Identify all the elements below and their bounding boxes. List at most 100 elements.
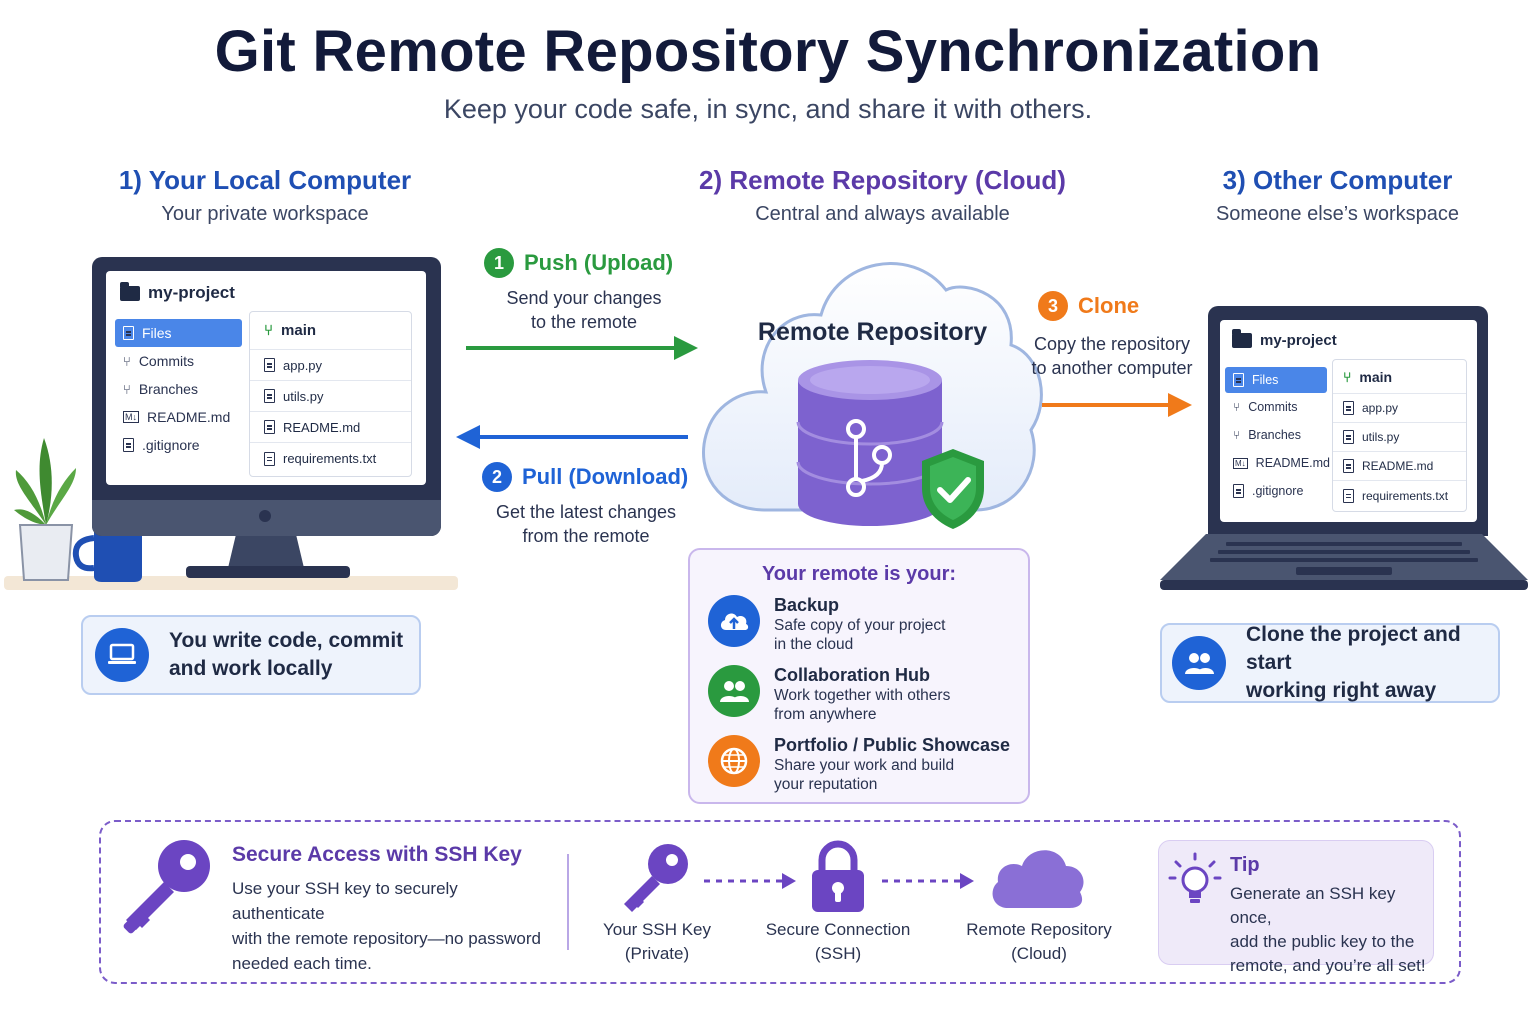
sidebar-item-commits[interactable]: ⑂Commits [1233,400,1298,414]
sidebar-item-gitignore[interactable]: .gitignore [1225,477,1327,505]
laptop-keyboard [1160,534,1528,590]
clone-step-number: 3 [1038,291,1068,321]
git-branch-icon [846,419,892,497]
other-sidebar: Files ⑂Commits ⑂Branches M↓README.md .gi… [1225,367,1330,505]
other-screen: my-project Files ⑂Commits ⑂Branches M↓RE… [1220,320,1477,522]
branch-icon: ⑂ [1343,368,1352,385]
benefit-portfolio: Portfolio / Public Showcase Share your w… [708,735,1010,794]
pull-arrow [456,425,688,449]
clone-step-label: 3 Clone [1038,291,1139,321]
file-row[interactable]: README.md [250,412,411,443]
folder-icon [1232,329,1252,348]
sidebar-item-readme[interactable]: M↓README.md [1233,456,1330,470]
branch-selector[interactable]: ⑂main [1333,360,1466,394]
file-icon [264,389,275,403]
remote-benefits-card: Your remote is your: Backup Safe copy of… [688,548,1030,804]
pull-step-label: 2 Pull (Download) [482,462,688,492]
benefit-title: Collaboration Hub [774,665,930,685]
ssh-key-icon [624,844,688,912]
shield-check-icon [922,449,984,529]
monitor-stand [228,536,304,568]
project-title: my-project [120,281,235,303]
tip-box [1158,840,1434,965]
sidebar-item-branches[interactable]: ⑂Branches [123,381,198,397]
other-heading: 3) Other Computer [1222,165,1453,195]
globe-icon [708,735,760,787]
file-row[interactable]: requirements.txt [250,443,411,474]
pull-label: Pull (Download) [522,464,689,489]
clone-arrow [1042,393,1192,417]
local-screen: my-project Files ⑂Commits ⑂Branches M↓RE… [106,271,426,485]
folder-icon [120,281,140,301]
benefit-title: Portfolio / Public Showcase [774,735,1011,755]
plant-icon [14,438,76,581]
ssh-description: Use your SSH key to securely authenticat… [232,879,541,973]
flow-remote-label: Remote Repository(Cloud) [966,920,1112,963]
file-row[interactable]: app.py [250,350,411,381]
sidebar-item-branches[interactable]: ⑂Branches [1233,428,1302,442]
file-row[interactable]: app.py [1333,394,1466,423]
push-step-label: 1 Push (Upload) [484,248,673,278]
divider [567,854,569,950]
file-icon [1233,484,1244,498]
push-step-number: 1 [484,248,514,278]
cloud-label: Remote Repository [757,318,988,346]
pull-description: Get the latest changes from the remote [495,502,677,546]
sidebar-item-readme[interactable]: M↓README.md [123,409,231,425]
local-subheading: Your private workspace [161,203,369,225]
remote-subheading: Central and always available [755,203,1010,225]
flow-arrow [882,873,974,889]
database-icon [796,360,944,526]
local-sidebar: Files ⑂Commits ⑂Branches M↓README.md .gi… [115,319,242,459]
push-description: Send your changes to the remote [506,288,662,332]
other-info-text: Clone the project and start working righ… [1246,623,1461,702]
commit-icon: ⑂ [123,353,131,369]
file-row[interactable]: requirements.txt [1333,481,1466,510]
ssh-title: Secure Access with SSH Key [232,843,522,866]
tip-description: Generate an SSH key once, add the public… [1230,884,1426,975]
page-title: Git Remote Repository Synchronization [214,19,1322,84]
lightbulb-icon [1168,852,1222,903]
sidebar-item-files[interactable]: Files [1225,367,1327,393]
remote-card-title: Your remote is your: [761,563,957,585]
remote-heading: 2) Remote Repository (Cloud) [699,165,1066,195]
file-row[interactable]: utils.py [250,381,411,412]
local-file-panel: ⑂main app.py utils.py README.md requirem… [249,311,412,477]
remote-cloud-icon [992,850,1084,908]
file-row[interactable]: README.md [1333,452,1466,481]
push-label: Push (Upload) [524,250,674,275]
people-icon [1172,636,1226,690]
pull-step-number: 2 [482,462,512,492]
local-info-box: You write code, commit and work locally [81,615,421,695]
lock-icon [812,840,864,912]
file-icon [264,358,275,372]
project-name: my-project [148,283,235,302]
file-icon [1343,401,1354,415]
sidebar-item-gitignore[interactable]: .gitignore [115,431,242,459]
file-icon [1343,488,1354,503]
file-icon [123,438,134,452]
ssh-panel [99,820,1461,984]
markdown-icon: M↓ [1233,457,1248,469]
branch-icon: ⑂ [264,322,274,339]
benefit-title: Backup [774,595,840,615]
clone-description: Copy the repository to another computer [1031,334,1193,378]
key-icon [123,840,210,934]
people-icon [708,665,760,717]
file-icon [1343,459,1354,473]
branch-icon: ⑂ [1233,428,1241,442]
file-row[interactable]: utils.py [1333,423,1466,452]
sidebar-item-commits[interactable]: ⑂Commits [123,353,195,369]
branch-selector[interactable]: ⑂main [250,312,411,350]
tip-title: Tip [1230,854,1260,876]
monitor-base [186,566,350,578]
cloud-upload-icon [708,595,760,647]
other-info-box: Clone the project and start working righ… [1160,623,1500,703]
local-info-text: You write code, commit and work locally [169,629,404,680]
sidebar-item-files[interactable]: Files [115,319,242,347]
markdown-icon: M↓ [123,411,139,423]
laptop-icon [95,628,149,682]
other-file-panel: ⑂main app.py utils.py README.md requirem… [1332,359,1467,512]
